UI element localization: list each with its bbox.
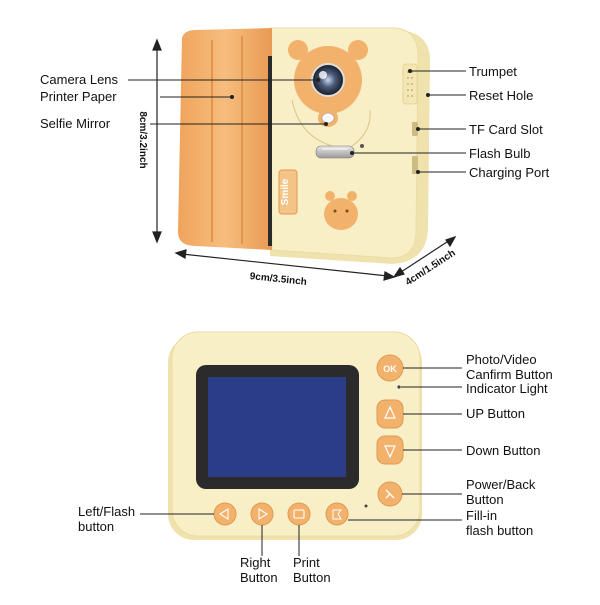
shutter-eye-right xyxy=(345,209,349,213)
label-printer-paper: Printer Paper xyxy=(40,89,117,104)
label-print-line2: Button xyxy=(293,570,331,585)
fill-in-flash-button[interactable] xyxy=(325,502,349,526)
label-flash-bulb: Flash Bulb xyxy=(469,146,531,161)
label-selfie-mirror: Selfie Mirror xyxy=(40,116,111,131)
paper-slot xyxy=(268,56,272,246)
power-back-icon xyxy=(385,489,395,499)
label-power-back-line2: Button xyxy=(466,492,504,507)
depth-arrow-head-right xyxy=(445,235,457,248)
label-power-back: Power/Back Button xyxy=(466,477,535,507)
width-arrow-head-right xyxy=(383,271,396,281)
label-photo-video-line2: Canfirm Button xyxy=(466,367,553,382)
label-left-flash-line2: button xyxy=(78,519,115,534)
label-fill-in-flash: Fill-in flash button xyxy=(466,508,533,538)
tf-card-slot xyxy=(412,122,418,136)
right-button[interactable] xyxy=(250,502,274,526)
shutter-ear-right xyxy=(347,191,357,201)
printer-paper-block xyxy=(178,28,272,250)
label-right-line2: Button xyxy=(240,570,278,585)
lcd-screen xyxy=(208,377,346,477)
charging-port xyxy=(412,156,418,174)
label-left-flash: Left/Flash button xyxy=(78,504,135,534)
label-down-button: Down Button xyxy=(466,443,541,458)
label-right-button: Right Button xyxy=(240,555,278,585)
flash-icon xyxy=(332,509,342,520)
ok-button-label: OK xyxy=(383,364,397,374)
lens-glint xyxy=(319,71,327,79)
label-indicator-light: Indicator Light xyxy=(466,381,548,396)
left-arrow-icon xyxy=(218,508,229,520)
shutter-eye-left xyxy=(333,209,337,213)
width-arrow xyxy=(181,253,389,277)
smile-badge-text: Smile xyxy=(280,178,291,205)
height-dimension-label: 8cm/3.2inch xyxy=(137,111,148,168)
shutter-button[interactable] xyxy=(324,198,358,230)
label-camera-lens: Camera Lens xyxy=(40,72,119,87)
label-charging-port: Charging Port xyxy=(469,165,550,180)
microphone-dot xyxy=(364,504,368,508)
up-arrow-icon xyxy=(384,405,396,419)
label-trumpet: Trumpet xyxy=(469,64,517,79)
shutter-ear-left xyxy=(325,191,335,201)
depth-arrow xyxy=(397,239,451,275)
decor-arc-right xyxy=(351,109,371,147)
left-flash-button[interactable] xyxy=(213,502,237,526)
right-arrow-icon xyxy=(258,508,269,520)
height-arrow-head-top xyxy=(152,38,162,51)
depth-arrow-head-left xyxy=(392,266,405,279)
indicator-light xyxy=(397,385,401,389)
label-print-line1: Print xyxy=(293,555,320,570)
label-reset-hole: Reset Hole xyxy=(469,88,534,103)
down-button[interactable] xyxy=(376,435,404,465)
up-button[interactable] xyxy=(376,399,404,429)
label-photo-video: Photo/Video Canfirm Button xyxy=(466,352,553,382)
bear-ear-left xyxy=(288,40,308,60)
width-dimension-label: 9cm/3.5inch xyxy=(249,271,307,288)
print-icon xyxy=(293,509,305,519)
label-power-back-line1: Power/Back xyxy=(466,477,536,492)
dimension-arrows xyxy=(152,38,457,281)
camera-front-view: Smile xyxy=(178,27,430,264)
label-fill-in-line1: Fill-in xyxy=(466,508,498,523)
label-up-button: UP Button xyxy=(466,406,526,421)
height-arrow-head-bottom xyxy=(152,231,162,244)
flash-bulb xyxy=(315,145,355,159)
smile-badge xyxy=(278,169,298,215)
down-arrow-icon xyxy=(384,445,396,459)
label-right-line1: Right xyxy=(240,555,271,570)
camera-back-view: OK xyxy=(168,331,422,540)
back-leader-lines xyxy=(140,367,462,556)
label-fill-in-line2: flash button xyxy=(466,523,534,538)
sensor-dot xyxy=(360,144,364,148)
print-button[interactable] xyxy=(287,502,311,526)
label-tf-card-slot: TF Card Slot xyxy=(469,122,543,137)
label-print-button: Print Button xyxy=(293,555,331,585)
bear-ear-right xyxy=(348,40,368,60)
width-arrow-head-left xyxy=(174,249,187,259)
label-left-flash-line1: Left/Flash xyxy=(78,504,136,519)
selfie-mirror xyxy=(321,112,335,124)
trumpet-grille xyxy=(402,63,418,105)
top-leader-lines xyxy=(128,70,466,173)
label-photo-video-line1: Photo/Video xyxy=(466,352,537,367)
top-leader-dots xyxy=(230,69,430,174)
